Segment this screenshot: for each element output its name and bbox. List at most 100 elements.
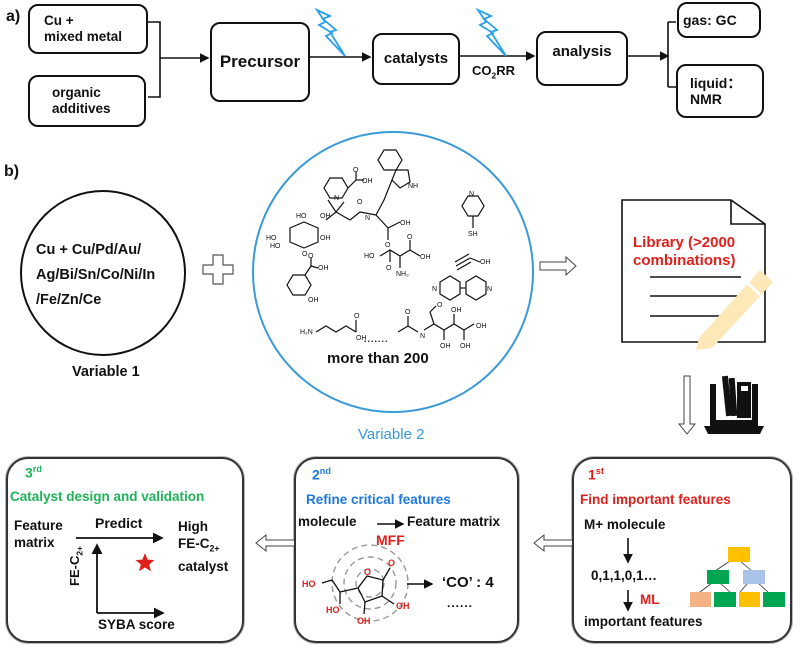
- library-line2: combinations): [633, 252, 736, 269]
- svg-text:OH: OH: [400, 220, 411, 227]
- svg-text:O: O: [437, 302, 443, 309]
- analysis-box: analysis: [536, 31, 628, 86]
- svg-text:O: O: [308, 253, 314, 260]
- step2-panel: [294, 457, 519, 643]
- metal-input-line1: Cu +: [44, 13, 74, 29]
- svg-text:OH: OH: [357, 616, 371, 626]
- svg-text:OH: OH: [308, 297, 319, 304]
- step3-ordinal: 3rd: [25, 464, 42, 481]
- mff-radius-circles: [331, 544, 409, 622]
- metals-line1: Cu + Cu/Pd/Au/: [36, 242, 142, 258]
- co-count: ‘CO’ : 4: [442, 574, 494, 591]
- gas-gc-box: gas: GC: [677, 2, 761, 38]
- variable2-count: more than 200: [327, 350, 429, 367]
- svg-text:OH: OH: [440, 343, 451, 350]
- additives-input-box: organic additives: [28, 75, 146, 127]
- step2-title: Refine critical features: [306, 492, 451, 507]
- svg-text:OH: OH: [420, 254, 431, 261]
- mff-label: MFF: [376, 532, 405, 548]
- precursor-box: Precursor: [210, 22, 310, 102]
- svg-text:O: O: [385, 242, 391, 249]
- variable2-caption: Variable 2: [358, 426, 425, 443]
- svg-text:N: N: [469, 191, 474, 198]
- molecule-label: molecule: [298, 514, 357, 529]
- pencil-icon: [696, 270, 773, 350]
- svg-text:N: N: [432, 286, 437, 293]
- library-title: Library (>2000 combinations): [633, 234, 736, 270]
- molecule-gaba: H₂N O OH: [300, 313, 367, 342]
- svg-text:N: N: [487, 286, 492, 293]
- svg-text:HO: HO: [364, 253, 375, 260]
- step1-ordinal: 1st: [588, 466, 604, 483]
- svg-text:HO: HO: [326, 605, 340, 615]
- svg-text:O: O: [302, 251, 308, 258]
- svg-text:OH: OH: [451, 307, 462, 314]
- binary-vector: 0,1,1,0,1…: [591, 568, 658, 583]
- high-fe-catalyst-label: High FE-C2+ catalyst: [178, 519, 229, 574]
- step2-ellipsis: ......: [447, 596, 474, 610]
- panel-a-label: a): [6, 8, 21, 25]
- catalysts-box: catalysts: [372, 33, 460, 85]
- step2-ordinal: 2nd: [312, 466, 331, 483]
- svg-text:N: N: [365, 215, 370, 222]
- step1-title: Find important features: [580, 492, 731, 507]
- feature-matrix-output: Feature matrix: [407, 514, 501, 529]
- important-features-label: important features: [584, 614, 703, 629]
- svg-text:O: O: [364, 567, 371, 577]
- molecule-mercaptopyridine: NSH: [461, 191, 485, 238]
- svg-text:OH: OH: [476, 323, 487, 330]
- svg-text:O: O: [386, 265, 392, 272]
- svg-text:OH: OH: [362, 178, 373, 185]
- svg-text:HO: HO: [266, 235, 277, 242]
- input-bracket: [148, 21, 161, 98]
- additives-line1: organic: [52, 85, 101, 101]
- liquid-line1: liquid：: [690, 74, 742, 91]
- molecule-propargyl-alcohol: OH: [454, 253, 491, 271]
- step1-panel: [572, 457, 792, 643]
- co2rr-label: CO2RR: [472, 63, 515, 81]
- variable1-caption: Variable 1: [72, 364, 140, 380]
- svg-text:N: N: [420, 333, 425, 340]
- svg-text:OH: OH: [480, 259, 491, 266]
- svg-text:O: O: [405, 309, 411, 316]
- metals-line3: /Fe/Zn/Ce: [36, 292, 102, 308]
- svg-text:HO: HO: [302, 579, 316, 589]
- svg-text:O: O: [388, 558, 395, 568]
- library-line1: Library (>2000: [633, 234, 736, 251]
- lightning-bolt-icon: [314, 7, 346, 57]
- predict-label: Predict: [95, 515, 143, 531]
- x-axis-label: SYBA score: [98, 617, 175, 632]
- decision-tree-icon: [690, 547, 785, 607]
- lightning-bolt-icon: [475, 7, 507, 57]
- svg-text:OH: OH: [356, 335, 367, 342]
- m-molecule-label: M+ molecule: [584, 517, 666, 532]
- svg-text:O: O: [357, 199, 363, 206]
- svg-text:OH: OH: [396, 601, 410, 611]
- svg-text:OH: OH: [320, 235, 331, 242]
- svg-text:N: N: [334, 195, 339, 202]
- svg-text:O: O: [354, 313, 360, 320]
- liquid-line2: NMR: [690, 91, 722, 107]
- svg-text:H₂N: H₂N: [300, 329, 313, 336]
- additives-line2: additives: [52, 101, 111, 116]
- output-bracket: [667, 21, 676, 88]
- panel-b-label: b): [4, 163, 20, 180]
- step3-title: Catalyst design and validation: [10, 489, 205, 504]
- star-icon: [135, 553, 155, 572]
- metal-input-line2: mixed metal: [44, 29, 123, 44]
